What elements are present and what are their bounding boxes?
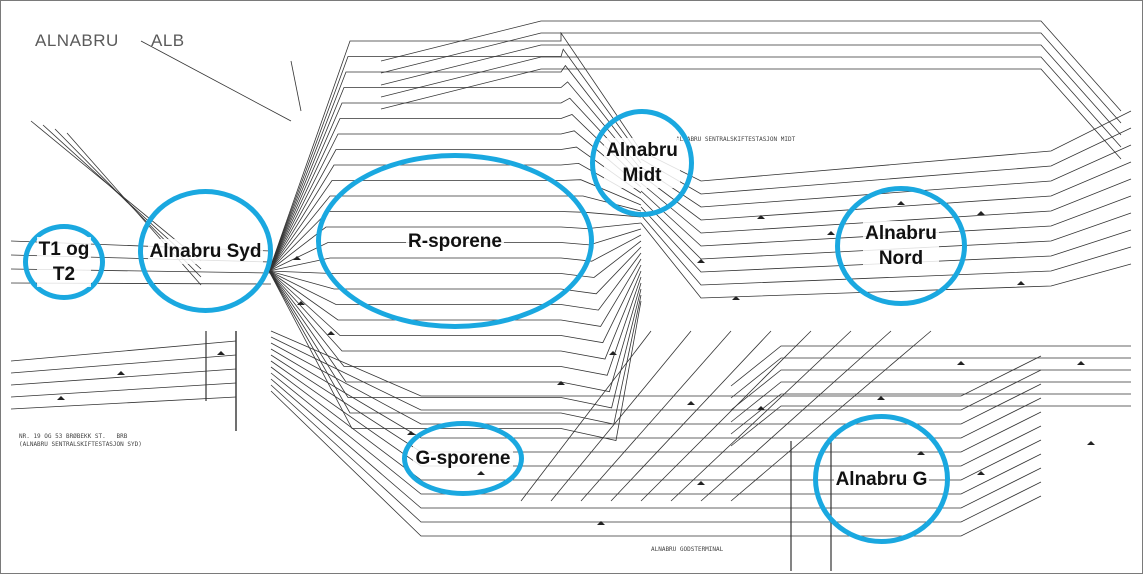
station-name: ALNABRU: [35, 31, 119, 50]
south-terminal-note: NR. 19 OG 53 BRØBEKK ST. BRB (ALNABRU SE…: [19, 433, 142, 448]
track-line: [268, 48, 642, 272]
signal-mark: [57, 396, 65, 400]
track-line: [268, 146, 642, 272]
zone-alnabru-midt[interactable]: Alnabru Midt: [590, 109, 694, 217]
mid-station-note: ALNABRU SENTRALSKIFTESTASJON MIDT: [676, 136, 796, 143]
track-line: [380, 56, 1122, 148]
track-line: [580, 330, 732, 502]
signal-mark: [293, 256, 301, 260]
track-line: [270, 378, 1042, 509]
signal-mark: [977, 211, 985, 215]
track-line: [10, 396, 237, 410]
track-line: [268, 270, 642, 360]
track-line: [670, 330, 852, 502]
track-line: [268, 264, 642, 344]
zone-label: Alnabru Midt: [604, 138, 680, 188]
signal-mark: [117, 371, 125, 375]
track-line: [610, 330, 772, 502]
track-line: [268, 114, 642, 272]
track-line: [290, 60, 302, 112]
zone-label: G-sporene: [413, 446, 513, 471]
zone-label: T1 og T2: [36, 237, 92, 287]
track-line: [10, 368, 237, 386]
track-line: [268, 97, 642, 272]
track-line: [10, 354, 237, 374]
signal-mark: [1087, 441, 1095, 445]
zone-r-sporene[interactable]: R-sporene: [316, 153, 594, 329]
track-line: [270, 360, 1042, 467]
zone-label: R-sporene: [406, 228, 504, 254]
zone-label: Alnabru G: [833, 466, 930, 492]
track-line: [520, 330, 652, 502]
track-line: [270, 384, 1042, 523]
signal-mark: [609, 351, 617, 355]
zone-t1-t2[interactable]: T1 og T2: [23, 224, 105, 300]
signal-mark: [407, 431, 415, 435]
track-line: [730, 357, 1131, 399]
track-line: [640, 330, 812, 502]
track-line: [268, 130, 642, 272]
signal-mark: [957, 361, 965, 365]
track-line: [730, 405, 1131, 447]
track-line: [270, 336, 1042, 411]
station-code: ALB: [151, 31, 185, 50]
track-line: [380, 68, 1122, 160]
track-line: [270, 330, 1042, 397]
signal-mark: [687, 401, 695, 405]
zone-alnabru-nord[interactable]: Alnabru Nord: [835, 186, 967, 306]
signal-mark: [557, 381, 565, 385]
zone-alnabru-syd[interactable]: Alnabru Syd: [138, 189, 273, 313]
signal-mark: [697, 259, 705, 263]
track-line: [550, 330, 692, 502]
track-line: [268, 270, 642, 425]
signal-mark: [697, 481, 705, 485]
track-line: [270, 354, 1042, 453]
track-line: [730, 345, 1131, 387]
track-line: [730, 393, 1131, 435]
track-line: [268, 270, 642, 393]
signal-mark: [757, 406, 765, 410]
signal-mark: [732, 296, 740, 300]
track-line: [268, 31, 642, 272]
zone-label: Alnabru Syd: [147, 238, 264, 264]
track-line: [140, 40, 292, 122]
track-line: [380, 20, 1122, 112]
zone-label: Alnabru Nord: [863, 221, 939, 271]
track-line: [730, 381, 1131, 423]
freight-terminal-note: ALNABRU GODSTERMINAL: [651, 546, 724, 553]
signal-mark: [977, 471, 985, 475]
track-line: [730, 369, 1131, 411]
zone-alnabru-g[interactable]: Alnabru G: [813, 414, 950, 544]
signal-mark: [597, 521, 605, 525]
track-line: [10, 340, 237, 362]
track-line: [380, 44, 1122, 136]
signal-mark: [297, 301, 305, 305]
track-line: [270, 366, 1042, 481]
track-line: [270, 372, 1042, 495]
track-line: [700, 330, 892, 502]
track-line: [640, 110, 1132, 182]
signal-mark: [877, 396, 885, 400]
track-line: [268, 81, 642, 272]
track-line: [268, 270, 642, 409]
track-line: [730, 330, 932, 502]
track-line: [380, 32, 1122, 124]
track-line: [10, 382, 237, 398]
track-line: [270, 390, 1042, 537]
signal-mark: [1077, 361, 1085, 365]
signal-mark: [1017, 281, 1025, 285]
track-line: [270, 348, 1042, 439]
track-line: [268, 270, 642, 376]
signal-mark: [757, 215, 765, 219]
signal-mark: [327, 331, 335, 335]
track-line: [270, 342, 1042, 425]
signal-mark: [827, 231, 835, 235]
zone-g-sporene[interactable]: G-sporene: [402, 421, 524, 496]
signal-mark: [217, 351, 225, 355]
track-line: [268, 64, 642, 272]
